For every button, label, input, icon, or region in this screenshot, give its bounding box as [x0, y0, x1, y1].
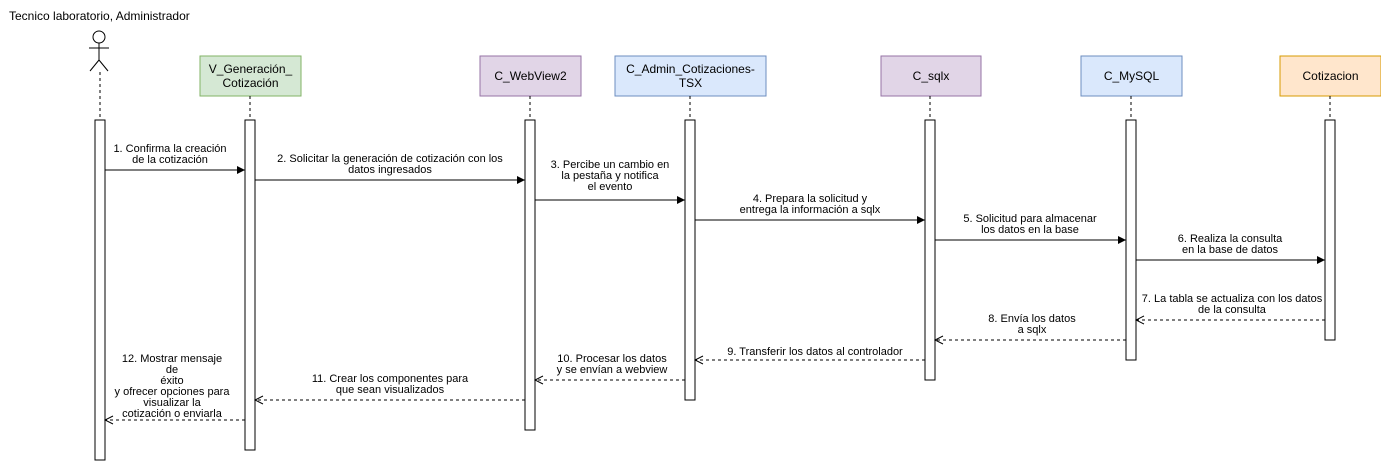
- participant-label: Cotización: [222, 76, 278, 90]
- message-label: visualizar la: [143, 397, 201, 409]
- participant-vgen: V_Generación_Cotización: [199, 55, 302, 97]
- activation-bar-cmys: [1125, 119, 1137, 361]
- message-label: 2. Solicitar la generación de cotización…: [277, 153, 503, 165]
- message-7: 7. La tabla se actualiza con los datosde…: [1136, 293, 1325, 320]
- participant-cweb: C_WebView2: [479, 55, 582, 97]
- participant-box: [1279, 55, 1381, 97]
- activation-bar-cweb: [524, 119, 536, 431]
- participant-cmys: C_MySQL: [1080, 55, 1183, 97]
- message-label: a sqlx: [1018, 324, 1047, 336]
- message-label: 11. Crear los componentes para: [312, 373, 469, 385]
- message-label: de la consulta: [1198, 304, 1267, 316]
- participant-box: [199, 55, 302, 97]
- message-label: y ofrecer opciones para: [115, 386, 231, 398]
- participant-cotiz: Cotizacion: [1279, 55, 1381, 97]
- message-label: el evento: [588, 181, 633, 193]
- participant-box: [479, 55, 582, 97]
- participant-label: C_Admin_Cotizaciones-: [626, 62, 755, 76]
- message-label: 10. Procesar los datos: [557, 353, 667, 365]
- participant-csqlx: C_sqlx: [880, 55, 982, 97]
- message-label: de: [166, 364, 178, 376]
- activation-bar-vgen: [244, 119, 256, 451]
- participant-box: [880, 55, 982, 97]
- activation-bar-csqlx: [924, 119, 936, 381]
- participant-box: [614, 55, 767, 97]
- participant-label: C_WebView2: [494, 69, 567, 83]
- participant-box: [1080, 55, 1183, 97]
- message-9: 9. Transferir los datos al controlador: [695, 346, 925, 360]
- message-label: y se envían a webview: [557, 364, 668, 376]
- participant-label: C_sqlx: [913, 69, 950, 83]
- activation-bar-cadm: [684, 119, 696, 401]
- message-label: 4. Prepara la solicitud y: [753, 193, 868, 205]
- message-label: en la base de datos: [1182, 244, 1279, 256]
- message-label: entrega la información a sqlx: [740, 204, 881, 216]
- message-label: 6. Realiza la consulta: [1178, 233, 1283, 245]
- message-label: de la cotización: [132, 154, 208, 166]
- participant-label: Cotizacion: [1302, 69, 1358, 83]
- participant-cadm: C_Admin_Cotizaciones-TSX: [614, 55, 767, 97]
- message-label: 1. Confirma la creación: [113, 143, 226, 155]
- message-label: 8. Envía los datos: [988, 313, 1076, 325]
- diagram-title: Tecnico laboratorio, Administrador: [9, 9, 190, 23]
- actor-stick-figure-icon: [89, 30, 109, 72]
- message-label: 9. Transferir los datos al controlador: [727, 346, 903, 358]
- message-label: 5. Solicitud para almacenar: [963, 213, 1097, 225]
- message-label: 3. Percibe un cambio en: [551, 159, 670, 171]
- actor-activation-bar: [94, 119, 106, 461]
- message-label: éxito: [160, 375, 183, 387]
- participant-label: TSX: [679, 76, 702, 90]
- message-label: 12. Mostrar mensaje: [122, 353, 222, 365]
- message-label: que sean visualizados: [336, 384, 445, 396]
- message-label: datos ingresados: [348, 164, 432, 176]
- message-label: 7. La tabla se actualiza con los datos: [1142, 293, 1323, 305]
- message-2: 2. Solicitar la generación de cotización…: [255, 153, 525, 184]
- activation-bar-cotiz: [1324, 119, 1336, 341]
- message-label: los datos en la base: [981, 224, 1079, 236]
- message-label: cotización o enviarla: [122, 408, 223, 420]
- participant-label: C_MySQL: [1104, 69, 1160, 83]
- message-label: la pestaña y notifica: [561, 170, 659, 182]
- participant-label: V_Generación_: [209, 62, 293, 76]
